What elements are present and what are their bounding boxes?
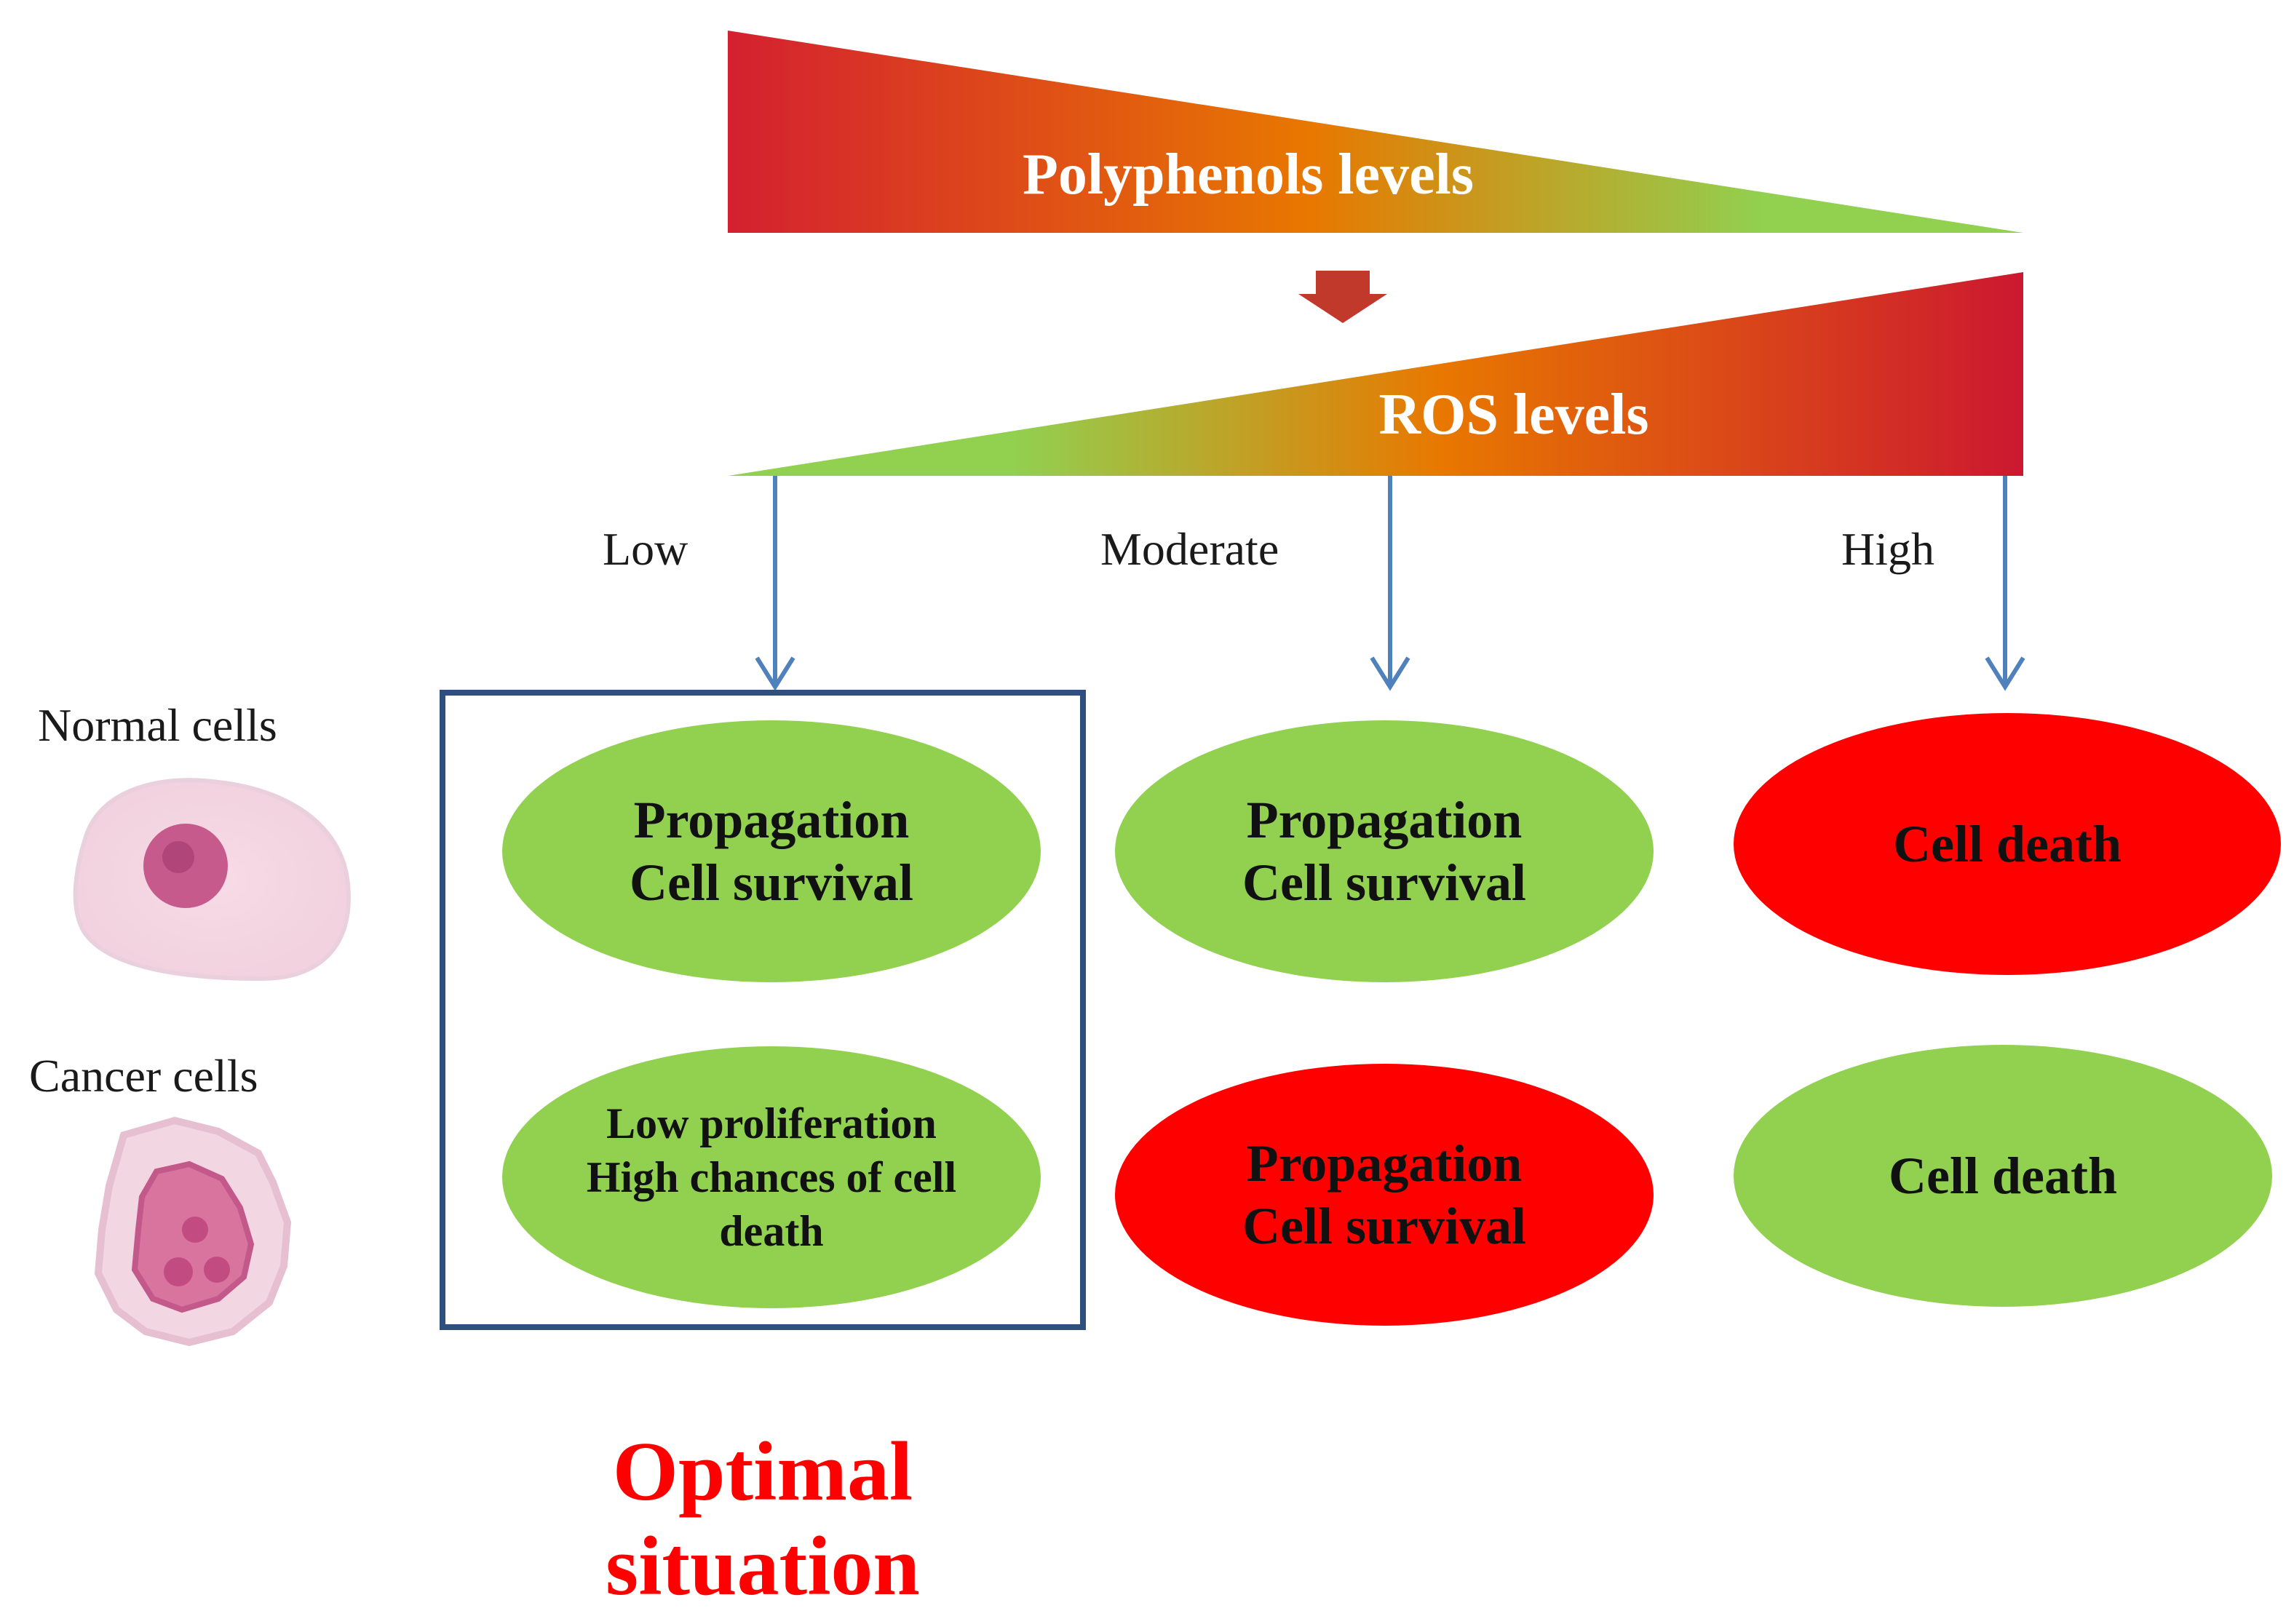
column-label-moderate: Moderate	[1100, 523, 1279, 575]
column-label-low: Low	[603, 523, 688, 575]
outcome-line: Cell death	[1893, 815, 2122, 873]
arrow-moderate	[1370, 476, 1410, 691]
outcome-line: Propagation	[633, 791, 910, 849]
arrow-low	[755, 476, 795, 691]
optimal-situation-label: Optimal situation	[442, 1425, 1083, 1614]
arrow-high	[1985, 476, 2025, 691]
optimal-line: situation	[606, 1520, 920, 1613]
optimal-line: Optimal	[612, 1425, 913, 1518]
column-label-high: High	[1841, 523, 1934, 575]
row-label-cancer-cells: Cancer cells	[29, 1050, 258, 1102]
ros-triangle	[728, 272, 2023, 476]
optimal-box	[440, 690, 1086, 1330]
outcome-normal-high: Cell death	[1734, 713, 2281, 975]
outcome-normal-moderate: Propagation Cell survival	[1115, 720, 1654, 982]
ros-levels-label: ROS levels	[1378, 383, 1649, 447]
normal-cell-icon	[73, 778, 351, 982]
outcome-line: Cell survival	[1242, 1197, 1526, 1255]
outcome-cancer-high: Cell death	[1734, 1045, 2272, 1307]
row-label-normal-cells: Normal cells	[38, 699, 277, 751]
outcome-line: Low proliferation	[606, 1099, 937, 1147]
outcome-line: Cell survival	[1242, 853, 1526, 912]
outcome-line: Propagation	[1246, 1134, 1523, 1193]
polyphenols-triangle	[728, 31, 2023, 233]
outcome-cancer-low: Low proliferation High chances of cell d…	[502, 1046, 1041, 1308]
polyphenols-levels-label: Polyphenols levels	[1022, 143, 1475, 207]
down-arrow-icon	[1298, 271, 1387, 323]
cancer-cell-icon	[94, 1116, 292, 1347]
outcome-line: Propagation	[1246, 791, 1523, 849]
outcome-line: High chances of cell	[586, 1153, 957, 1201]
outcome-cancer-moderate: Propagation Cell survival	[1115, 1064, 1654, 1326]
outcome-line: Cell survival	[630, 853, 913, 912]
outcome-normal-low: Propagation Cell survival	[502, 720, 1041, 982]
outcome-line: death	[719, 1207, 824, 1255]
outcome-line: Cell death	[1889, 1147, 2117, 1205]
